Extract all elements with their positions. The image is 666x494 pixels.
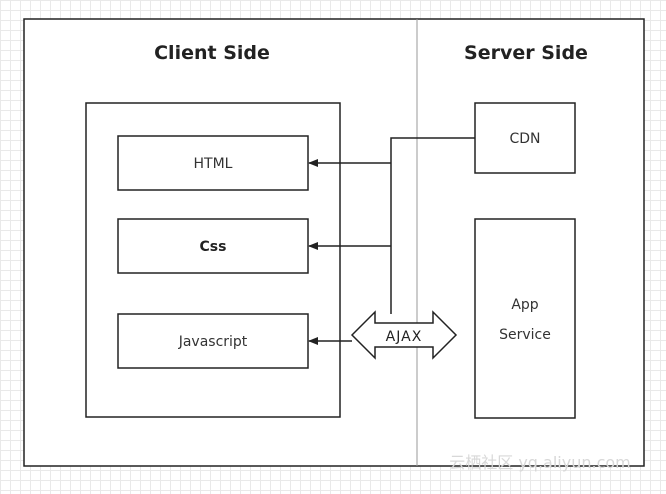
ajax-label: AJAX (386, 329, 423, 345)
cdn-label: CDN (509, 131, 540, 147)
css-label: Css (200, 239, 227, 255)
ajax-double-arrow (350, 310, 458, 360)
javascript-label: Javascript (178, 334, 248, 350)
cdn-connector-line (390, 137, 475, 314)
watermark-text: 云栖社区 yq.aliyun.com (449, 453, 631, 472)
app-label-line2: Service (499, 327, 551, 343)
html-label: HTML (194, 156, 233, 172)
app-service-box (474, 218, 576, 419)
cdn-box (474, 102, 576, 174)
client-side-title: Client Side (154, 42, 270, 64)
server-side-title: Server Side (464, 42, 588, 64)
html-box (117, 135, 309, 191)
app-label-line1: App (511, 297, 538, 313)
